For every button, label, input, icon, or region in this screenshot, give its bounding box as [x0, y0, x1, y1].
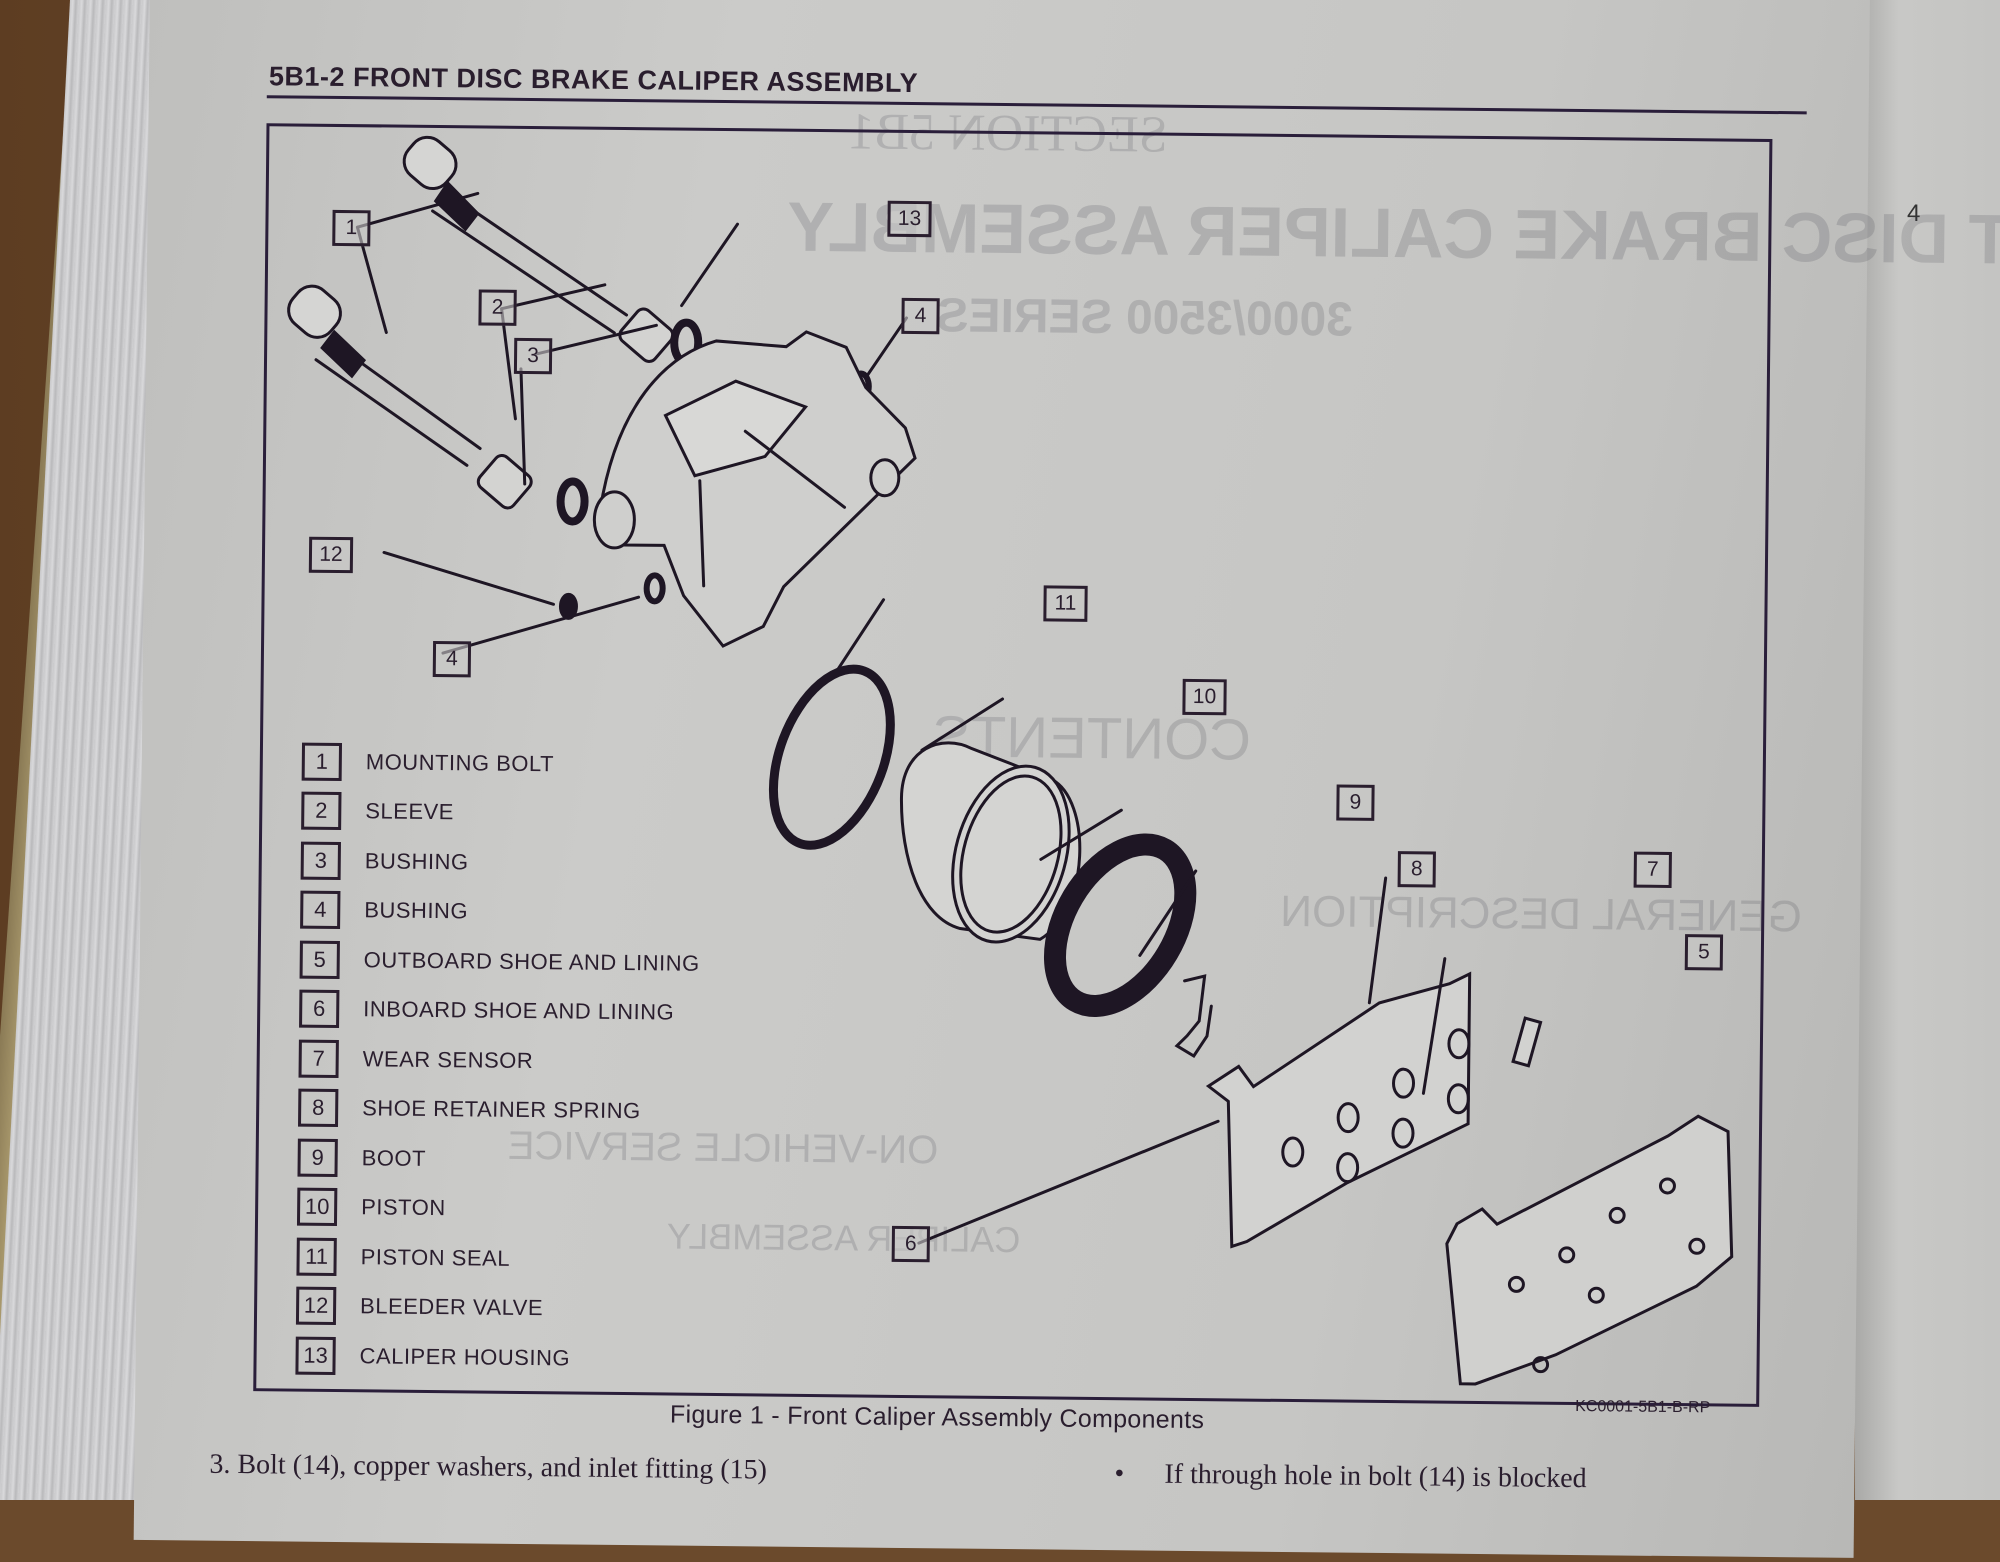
bushing-ring-lower: [556, 477, 589, 526]
legend-number: 13: [295, 1336, 336, 1375]
legend-label: SHOE RETAINER SPRING: [362, 1095, 641, 1124]
body-bullet-text: If through hole in bolt (14) is blocked: [1164, 1458, 1587, 1495]
legend-number: 11: [296, 1237, 337, 1276]
legend-label: MOUNTING BOLT: [365, 749, 555, 777]
manual-page: SECTION 5B1 FRONT DISC BRAKE CALIPER ASS…: [133, 0, 2000, 1558]
legend-number: 7: [298, 1039, 339, 1078]
callout-9: 9: [1336, 784, 1375, 821]
sleeve-upper: [618, 307, 675, 363]
piston: [899, 741, 1082, 944]
bullet-icon: •: [1114, 1458, 1125, 1490]
legend-label: BUSHING: [364, 897, 469, 924]
callout-4-upper: 4: [901, 297, 940, 335]
legend-row: 6 INBOARD SHOE AND LINING: [299, 984, 699, 1038]
legend-row: 9 BOOT: [297, 1133, 697, 1187]
figure-caption: Figure 1 - Front Caliper Assembly Compon…: [669, 1400, 1205, 1435]
callout-2: 2: [478, 289, 517, 326]
leader-lines: [355, 191, 1447, 1245]
legend-number: 8: [297, 1088, 339, 1128]
callout-6: 6: [891, 1225, 930, 1263]
legend-label: WEAR SENSOR: [362, 1046, 534, 1073]
body-step-3: 3. Bolt (14), copper washers, and inlet …: [209, 1448, 768, 1486]
legend-row: 1 MOUNTING BOLT: [301, 737, 702, 791]
callout-10: 10: [1182, 678, 1227, 716]
legend-row: 8 SHOE RETAINER SPRING: [297, 1083, 698, 1137]
figure-code: KC0001-5B1-B-RP: [1575, 1398, 1711, 1417]
legend-label: OUTBOARD SHOE AND LINING: [363, 947, 700, 976]
legend-row: 3 BUSHING: [300, 836, 701, 890]
legend-label: BOOT: [361, 1145, 427, 1171]
callout-8: 8: [1397, 851, 1436, 888]
inboard-shoe: [1205, 971, 1472, 1249]
callout-5: 5: [1684, 934, 1724, 971]
exploded-diagram: [287, 135, 1734, 1386]
legend-label: BUSHING: [364, 848, 469, 875]
legend-number: 6: [299, 989, 340, 1029]
bushing-ring-4-lower: [643, 572, 666, 605]
legend-label: BLEEDER VALVE: [359, 1293, 544, 1321]
legend-number: 3: [300, 841, 341, 880]
legend-number: 5: [299, 940, 340, 979]
callout-7: 7: [1633, 851, 1672, 888]
callout-12: 12: [308, 536, 354, 574]
legend-row: 13 CALIPER HOUSING: [295, 1331, 695, 1385]
legend-label: PISTON: [361, 1194, 446, 1221]
callout-13: 13: [887, 200, 932, 238]
callout-1: 1: [332, 209, 371, 247]
legend-number: 10: [296, 1187, 338, 1227]
mounting-bolt-lower: [287, 284, 482, 467]
piston-seal: [768, 664, 895, 850]
callout-3: 3: [513, 337, 553, 375]
caliper-housing: [592, 330, 917, 648]
legend-number: 1: [301, 742, 343, 781]
callout-4-lower: 4: [432, 641, 472, 678]
legend-label: CALIPER HOUSING: [359, 1343, 571, 1371]
legend-row: 11 PISTON SEAL: [296, 1232, 696, 1286]
mounting-bolt-upper: [402, 135, 629, 335]
wear-sensor: [1511, 1016, 1543, 1068]
legend-label: PISTON SEAL: [360, 1244, 511, 1271]
legend-row: 4 BUSHING: [300, 885, 700, 939]
legend-label: SLEEVE: [365, 798, 455, 825]
legend-row: 2 SLEEVE: [301, 786, 701, 840]
boot: [1043, 833, 1197, 1017]
shoe-retainer-spring: [1174, 974, 1213, 1059]
legend-number: 12: [295, 1286, 337, 1326]
next-page-fragment: 4: [1907, 200, 1921, 227]
legend-label: INBOARD SHOE AND LINING: [363, 996, 675, 1025]
legend-number: 4: [300, 890, 341, 930]
legend-row: 5 OUTBOARD SHOE AND LINING: [299, 935, 700, 989]
next-page: 4: [1855, 0, 2000, 1500]
legend-number: 2: [301, 791, 342, 831]
legend-number: 9: [297, 1138, 338, 1177]
legend-row: 10 PISTON: [296, 1182, 697, 1236]
sleeve-lower: [476, 454, 533, 510]
legend-row: 7 WEAR SENSOR: [298, 1034, 698, 1088]
legend-row: 12 BLEEDER VALVE: [295, 1281, 696, 1335]
callout-11: 11: [1043, 585, 1088, 622]
outboard-shoe: [1445, 1114, 1734, 1386]
